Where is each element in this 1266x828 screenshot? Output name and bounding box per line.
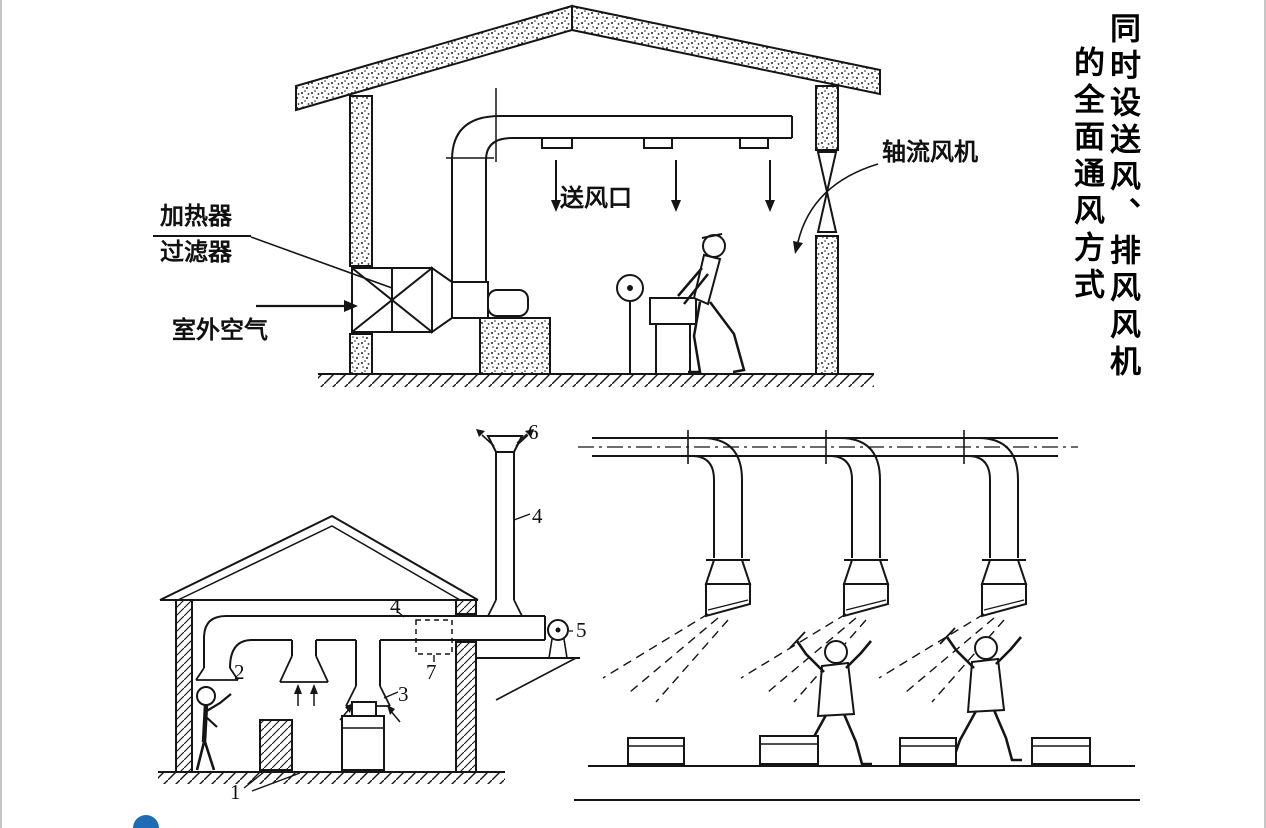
right-edge-strip <box>1264 0 1266 828</box>
bottom-right-diagram <box>574 430 1140 801</box>
drop-duct-1 <box>602 430 752 703</box>
callout-2: 2 <box>234 660 245 684</box>
cowl-label-leader <box>516 433 528 444</box>
right-wall-lower <box>815 235 839 375</box>
right-wall-lower <box>455 641 477 773</box>
exhaust-stack <box>476 429 534 617</box>
air-jets <box>878 613 1005 703</box>
supply-outlet <box>541 137 573 149</box>
stack-cowl <box>486 435 524 453</box>
hood-b-funnel <box>279 655 329 683</box>
supply-duct <box>446 88 793 282</box>
axial-fan-leader <box>797 163 879 243</box>
left-wall-lower <box>349 333 373 375</box>
air-jets <box>740 613 867 703</box>
label-heater: 加热器 <box>160 203 232 230</box>
worker-figure <box>677 233 746 374</box>
furnace <box>341 701 385 771</box>
callout-6: 6 <box>528 420 539 444</box>
exhaust-duct <box>195 615 545 707</box>
label-filter: 过滤器 <box>160 239 232 266</box>
floor-hatch <box>158 773 505 784</box>
callout-5: 5 <box>576 618 587 642</box>
callout-7: 7 <box>426 660 437 684</box>
label-supply-outlet: 送风口 <box>560 185 632 212</box>
left-wall-upper <box>349 95 373 267</box>
drop-duct-3 <box>878 430 1028 703</box>
crates <box>627 735 1091 765</box>
drop-duct-2 <box>740 430 890 703</box>
air-jets <box>602 613 729 703</box>
heater-filter-leader <box>250 236 393 289</box>
left-wall <box>175 599 193 773</box>
roof-outline <box>159 514 479 601</box>
supply-air-arrows <box>551 160 775 212</box>
person-figure <box>195 686 232 771</box>
left-edge-strip <box>0 0 2 828</box>
main-supply-duct <box>578 437 1078 457</box>
vertical-title-column-1: 同时设送风、排风风机 <box>1105 12 1140 382</box>
damper-dashed-box <box>415 619 453 655</box>
callout-3: 3 <box>398 682 409 706</box>
bullet-icon <box>133 815 159 828</box>
roof-inner <box>177 525 461 601</box>
label-axial-fan: 轴流风机 <box>882 139 978 166</box>
right-wall-upper <box>815 85 839 151</box>
roof-left <box>295 4 573 112</box>
label-leaders <box>153 163 879 312</box>
supply-fan-unit <box>451 281 551 375</box>
callout-1: 1 <box>230 780 241 804</box>
callout-4-stack: 4 <box>532 504 543 528</box>
ground-hatch <box>318 375 874 387</box>
heater-filter-unit <box>351 266 453 334</box>
exhaust-fan-unit <box>476 616 580 701</box>
roof-right <box>571 4 881 96</box>
house <box>158 514 505 784</box>
axial-fan-icon <box>816 151 838 233</box>
top-diagram <box>153 4 881 387</box>
fan-pedestal <box>479 317 551 375</box>
machine-pedestal <box>259 719 293 771</box>
stack-label-tick <box>513 513 531 521</box>
worker-1 <box>789 631 872 766</box>
number-leaders <box>243 611 435 792</box>
callout-4-duct: 4 <box>390 594 401 618</box>
supply-outlet <box>643 137 673 149</box>
label-outdoor-air: 室外空气 <box>172 317 268 344</box>
bottom-left-diagram <box>158 429 580 792</box>
supply-outlet <box>739 137 769 149</box>
fan-brace <box>495 657 577 701</box>
right-wall-upper <box>455 599 477 615</box>
hood-a-mouth <box>195 667 239 681</box>
vertical-title-column-2: 的全面通风方式 <box>1069 46 1104 305</box>
grinder-machine <box>616 274 697 374</box>
